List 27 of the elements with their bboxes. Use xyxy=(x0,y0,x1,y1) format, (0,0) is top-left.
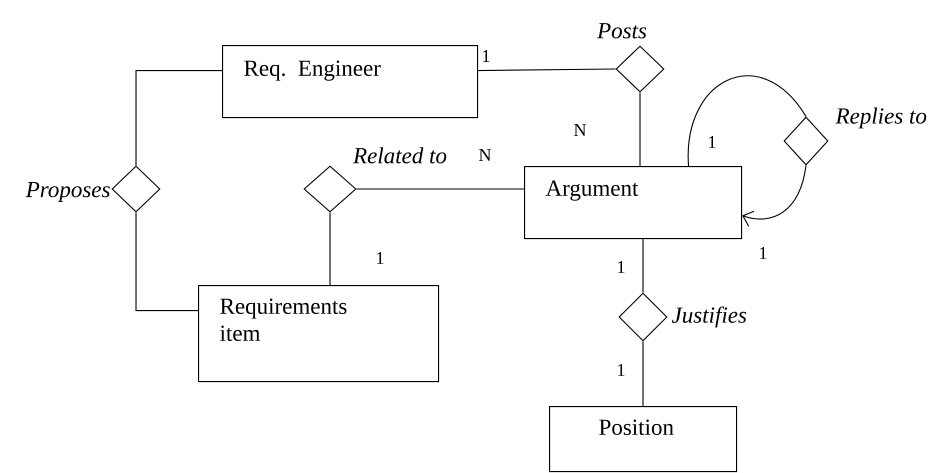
relationship-label: Proposes xyxy=(26,182,110,202)
relationship-label: Posts xyxy=(596,23,646,38)
entity-box: Req. Engineer xyxy=(222,45,478,118)
connector xyxy=(135,212,198,312)
cardinality-label: 1 xyxy=(616,260,626,274)
connector xyxy=(356,188,524,190)
connector xyxy=(478,68,616,72)
cardinality-label: N xyxy=(572,123,588,137)
connector xyxy=(329,212,331,285)
relationship-label: Justifies xyxy=(672,306,746,328)
cardinality-label: 1 xyxy=(758,246,768,260)
connector xyxy=(642,239,644,292)
relationship-label: Replies to xyxy=(835,108,926,128)
connector xyxy=(688,76,806,166)
cardinality-label: N xyxy=(478,148,492,162)
connector xyxy=(642,342,644,406)
cardinality-label: 1 xyxy=(706,135,718,149)
cardinality-label: 1 xyxy=(374,251,386,265)
cardinality-label: 1 xyxy=(616,363,626,377)
connector xyxy=(135,70,222,166)
relationship-label: Related to xyxy=(352,147,446,164)
entity-box: Position xyxy=(549,406,738,472)
entity-box: Argument xyxy=(524,166,742,240)
entity-box: Requirements item xyxy=(198,285,440,382)
connector xyxy=(639,92,641,166)
connector xyxy=(742,165,807,227)
cardinality-label: 1 xyxy=(480,49,492,63)
